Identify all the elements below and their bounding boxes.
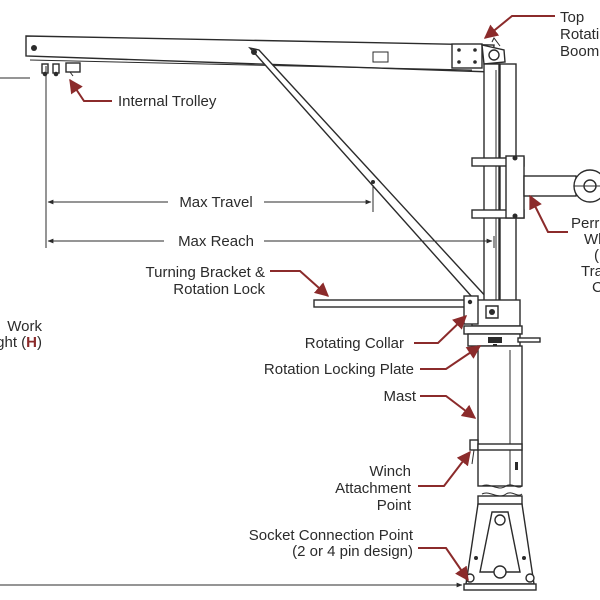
leader-lines bbox=[69, 15, 568, 582]
label-rotation-locking-plate: Rotation Locking Plate bbox=[264, 361, 414, 378]
label-max-travel: Max Travel bbox=[179, 194, 252, 211]
labels: Top Rotati Boom Internal Trolley Max Tra… bbox=[0, 9, 600, 560]
label-winch-2: Attachment bbox=[335, 480, 412, 497]
label-winch-1: Winch bbox=[369, 463, 411, 480]
label-mast: Mast bbox=[383, 388, 416, 405]
label-winch-3: Point bbox=[377, 497, 412, 514]
label-work-height-2: ght (H) bbox=[0, 334, 42, 351]
mast-lower bbox=[469, 345, 523, 507]
wheel-bracket bbox=[471, 155, 600, 219]
internal-trolley bbox=[41, 62, 81, 77]
label-socket-2: (2 or 4 pin design) bbox=[292, 543, 413, 560]
label-turning-bracket-1: Turning Bracket & bbox=[146, 264, 266, 281]
rotating-collar bbox=[463, 295, 523, 335]
label-internal-trolley: Internal Trolley bbox=[118, 93, 217, 110]
rotation-locking-plate bbox=[467, 333, 541, 354]
label-top-rotation-1: Top bbox=[560, 9, 584, 26]
label-turning-bracket-2: Rotation Lock bbox=[173, 281, 265, 298]
label-right-cut-4: Tra bbox=[581, 263, 600, 280]
socket-base bbox=[463, 503, 537, 591]
dimension-lines bbox=[0, 66, 495, 588]
label-right-cut-1: Perr bbox=[571, 215, 599, 232]
label-right-cut-3: ( bbox=[594, 247, 599, 264]
label-rotating-collar: Rotating Collar bbox=[305, 335, 404, 352]
label-right-cut-2: Wh bbox=[584, 231, 600, 248]
label-top-rotation-2: Rotati bbox=[560, 26, 599, 43]
label-top-rotation-3: Boom bbox=[560, 43, 599, 60]
label-socket-1: Socket Connection Point bbox=[249, 527, 414, 544]
label-work-height-1: Work bbox=[7, 318, 42, 335]
diagonal-brace bbox=[248, 46, 502, 317]
turning-bracket-arm bbox=[313, 299, 475, 308]
boom-arm bbox=[25, 35, 506, 73]
boom-end-plate bbox=[451, 43, 483, 69]
label-right-cut-5: C bbox=[592, 279, 600, 296]
label-max-reach: Max Reach bbox=[178, 233, 254, 250]
